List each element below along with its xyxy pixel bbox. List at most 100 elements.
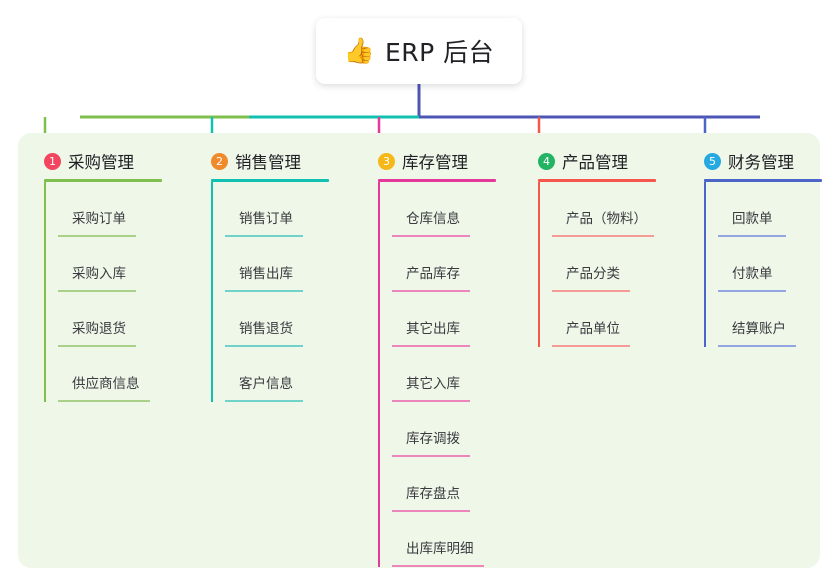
leaf-underline xyxy=(552,345,630,347)
leaf-label: 库存调拨 xyxy=(406,431,460,447)
leaf-label: 供应商信息 xyxy=(72,376,140,392)
leaf-item[interactable]: 采购入库 xyxy=(58,237,180,292)
leaf-label: 其它出库 xyxy=(406,321,460,337)
leaf-underline xyxy=(58,345,136,347)
leaf-label: 客户信息 xyxy=(239,376,293,392)
branch-spine xyxy=(44,182,46,402)
leaf-item[interactable]: 采购退货 xyxy=(58,292,180,347)
branch-items: 产品（物料） 产品分类产品单位 xyxy=(524,182,674,347)
branch-spine xyxy=(538,182,540,347)
branch-badge: 5 xyxy=(704,152,721,170)
leaf-underline xyxy=(718,235,786,237)
leaf-item[interactable]: 仓库信息 xyxy=(392,182,514,237)
leaf-underline xyxy=(225,400,303,402)
leaf-label: 其它入库 xyxy=(406,376,460,392)
leaf-underline xyxy=(58,400,150,402)
branch-underline xyxy=(704,179,822,182)
leaf-item[interactable]: 产品（物料） xyxy=(552,182,674,237)
branch-title: 产品管理 xyxy=(562,153,628,172)
branch-header[interactable]: 3 库存管理 xyxy=(364,146,514,176)
leaf-item[interactable]: 结算账户 xyxy=(718,292,820,347)
background-panel xyxy=(18,133,820,568)
leaf-item[interactable]: 供应商信息 xyxy=(58,347,180,402)
leaf-underline xyxy=(392,455,470,457)
leaf-label: 销售出库 xyxy=(239,266,293,282)
leaf-underline xyxy=(58,290,136,292)
leaf-label: 采购订单 xyxy=(72,211,126,227)
leaf-label: 采购退货 xyxy=(72,321,126,337)
branch-underline xyxy=(378,179,496,182)
branch-3[interactable]: 3 库存管理仓库信息产品库存其它出库其它入库库存调拨库存盘点出库库明细 xyxy=(364,146,514,567)
leaf-label: 出库库明细 xyxy=(406,541,474,557)
leaf-item[interactable]: 销售出库 xyxy=(225,237,347,292)
leaf-underline xyxy=(552,235,654,237)
leaf-underline xyxy=(392,565,484,567)
branch-items: 采购订单采购入库采购退货供应商信息 xyxy=(30,182,180,402)
leaf-label: 销售退货 xyxy=(239,321,293,337)
branch-title: 采购管理 xyxy=(68,153,134,172)
leaf-label: 库存盘点 xyxy=(406,486,460,502)
branch-1[interactable]: 1 采购管理采购订单采购入库采购退货供应商信息 xyxy=(30,146,180,402)
leaf-underline xyxy=(718,290,786,292)
branch-items: 销售订单销售出库销售退货客户信息 xyxy=(197,182,347,402)
leaf-underline xyxy=(392,510,470,512)
leaf-underline xyxy=(58,235,136,237)
root-node[interactable]: 👍 ERP 后台 xyxy=(316,18,522,84)
leaf-underline xyxy=(552,290,630,292)
leaf-underline xyxy=(392,235,470,237)
branch-items: 仓库信息产品库存其它出库其它入库库存调拨库存盘点出库库明细 xyxy=(364,182,514,567)
leaf-label: 产品库存 xyxy=(406,266,460,282)
branch-2[interactable]: 2 销售管理销售订单销售出库销售退货客户信息 xyxy=(197,146,347,402)
leaf-underline xyxy=(225,235,303,237)
leaf-underline xyxy=(225,345,303,347)
leaf-item[interactable]: 库存盘点 xyxy=(392,457,514,512)
leaf-item[interactable]: 出库库明细 xyxy=(392,512,514,567)
leaf-label: 产品（物料） xyxy=(566,211,647,227)
leaf-label: 仓库信息 xyxy=(406,211,460,227)
branch-4[interactable]: 4 产品管理产品（物料） 产品分类产品单位 xyxy=(524,146,674,347)
branch-badge: 2 xyxy=(211,152,228,170)
leaf-item[interactable]: 产品分类 xyxy=(552,237,674,292)
leaf-label: 产品单位 xyxy=(566,321,620,337)
leaf-item[interactable]: 采购订单 xyxy=(58,182,180,237)
branch-title: 库存管理 xyxy=(402,153,468,172)
branch-underline xyxy=(211,179,329,182)
branch-spine xyxy=(211,182,213,402)
branch-badge: 1 xyxy=(44,152,61,170)
branch-underline xyxy=(44,179,162,182)
leaf-underline xyxy=(392,290,470,292)
leaf-item[interactable]: 销售订单 xyxy=(225,182,347,237)
branch-badge: 3 xyxy=(378,152,395,170)
leaf-item[interactable]: 客户信息 xyxy=(225,347,347,402)
leaf-item[interactable]: 销售退货 xyxy=(225,292,347,347)
leaf-underline xyxy=(718,345,796,347)
branch-header[interactable]: 4 产品管理 xyxy=(524,146,674,176)
leaf-label: 回款单 xyxy=(732,211,773,227)
leaf-item[interactable]: 其它出库 xyxy=(392,292,514,347)
leaf-label: 产品分类 xyxy=(566,266,620,282)
branch-spine xyxy=(378,182,380,567)
leaf-item[interactable]: 产品单位 xyxy=(552,292,674,347)
leaf-item[interactable]: 其它入库 xyxy=(392,347,514,402)
leaf-underline xyxy=(225,290,303,292)
branch-header[interactable]: 1 采购管理 xyxy=(30,146,180,176)
branch-badge: 4 xyxy=(538,152,555,170)
branch-header[interactable]: 2 销售管理 xyxy=(197,146,347,176)
leaf-item[interactable]: 库存调拨 xyxy=(392,402,514,457)
leaf-label: 付款单 xyxy=(732,266,773,282)
leaf-label: 销售订单 xyxy=(239,211,293,227)
branch-items: 回款单付款单结算账户 xyxy=(690,182,820,347)
leaf-item[interactable]: 回款单 xyxy=(718,182,820,237)
branch-title: 销售管理 xyxy=(235,153,301,172)
thumbs-up-icon: 👍 xyxy=(343,35,375,65)
leaf-item[interactable]: 产品库存 xyxy=(392,237,514,292)
leaf-underline xyxy=(392,345,470,347)
leaf-item[interactable]: 付款单 xyxy=(718,237,820,292)
branch-underline xyxy=(538,179,656,182)
leaf-label: 结算账户 xyxy=(732,321,786,337)
leaf-label: 采购入库 xyxy=(72,266,126,282)
branch-spine xyxy=(704,182,706,347)
